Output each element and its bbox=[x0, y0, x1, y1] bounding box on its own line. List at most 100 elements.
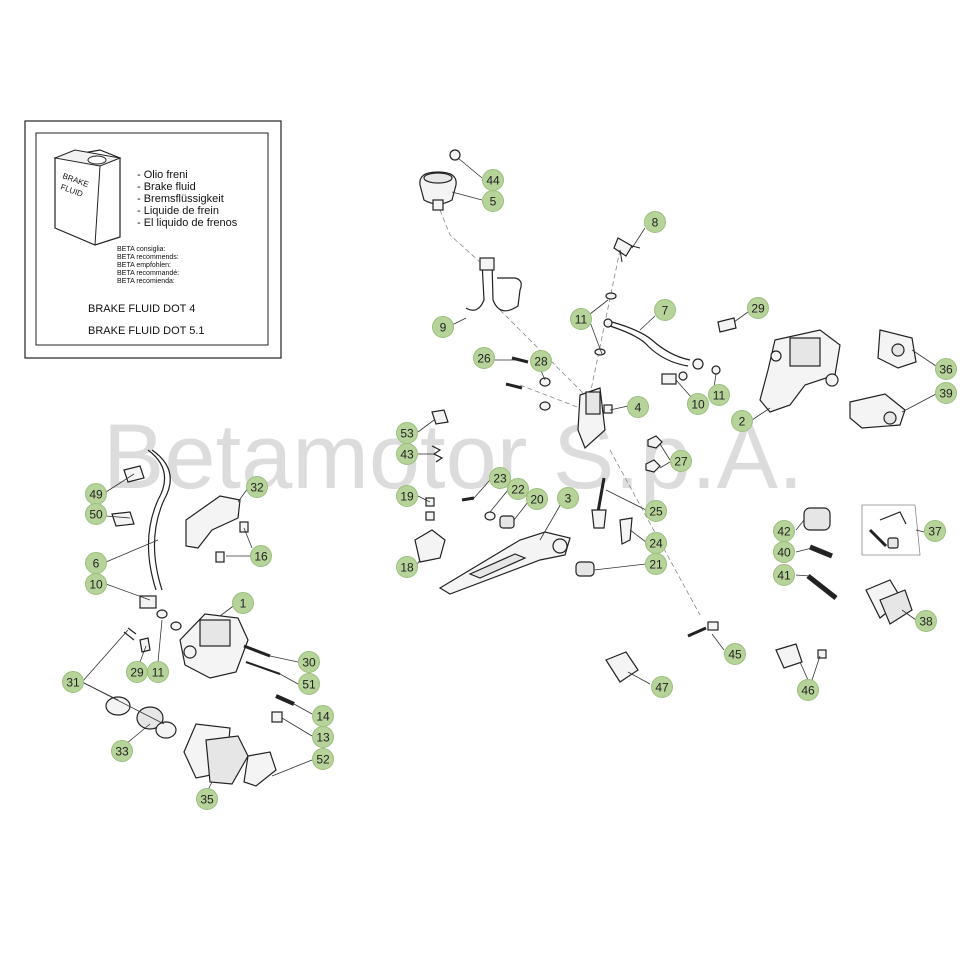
callout-circle bbox=[773, 541, 795, 563]
callout-number: 5 bbox=[490, 195, 497, 209]
callout-number: 18 bbox=[400, 561, 414, 575]
callout-10: 10 bbox=[687, 393, 709, 415]
part-washer bbox=[156, 609, 168, 619]
assembly-line-pin bbox=[609, 449, 701, 616]
callout-25: 25 bbox=[645, 500, 667, 522]
fluid-name-es: - El liquido de frenos bbox=[137, 217, 238, 229]
part-hose-end bbox=[603, 318, 613, 328]
callout-circle bbox=[645, 553, 667, 575]
recommend-fr: BETA recommandé: bbox=[117, 270, 179, 277]
callout-26: 26 bbox=[473, 347, 495, 369]
part-pin bbox=[461, 496, 475, 502]
callout-44: 44 bbox=[482, 169, 504, 191]
part-nut bbox=[647, 435, 663, 449]
callout-number: 38 bbox=[919, 615, 933, 629]
callout-37: 37 bbox=[924, 520, 946, 542]
part-front-brake-pads bbox=[183, 723, 277, 787]
callout-circle bbox=[797, 679, 819, 701]
part-washer bbox=[678, 371, 688, 381]
callout-40: 40 bbox=[773, 541, 795, 563]
callout-29: 29 bbox=[126, 661, 148, 683]
callout-circle bbox=[312, 726, 334, 748]
callout-circle bbox=[250, 545, 272, 567]
callout-18: 18 bbox=[396, 556, 418, 578]
callout-20: 20 bbox=[526, 488, 548, 510]
callout-number: 35 bbox=[200, 793, 214, 807]
part-guard-plate-small bbox=[775, 643, 803, 669]
callout-24: 24 bbox=[645, 532, 667, 554]
callout-circle bbox=[731, 410, 753, 432]
part-washer bbox=[711, 365, 721, 375]
callout-circle bbox=[644, 211, 666, 233]
fluid-name-de: - Bremsflüssigkeit bbox=[137, 193, 224, 205]
callout-number: 11 bbox=[575, 313, 588, 327]
callout-number: 14 bbox=[316, 710, 330, 724]
part-washer bbox=[594, 348, 606, 356]
callout-50: 50 bbox=[85, 503, 107, 525]
leader-lines bbox=[81, 157, 937, 791]
brake-fluid-info-box: BRAKE FLUID - Olio freni - Brake fluid -… bbox=[24, 120, 282, 359]
callout-41: 41 bbox=[773, 564, 795, 586]
callout-circle bbox=[627, 396, 649, 418]
part-pad-pin bbox=[245, 661, 281, 675]
part-bleed-screw bbox=[139, 637, 151, 653]
callout-circle bbox=[482, 190, 504, 212]
part-piston-seal bbox=[105, 696, 131, 716]
part-front-piston bbox=[136, 706, 164, 730]
part-rear-brake-pads bbox=[865, 579, 913, 625]
part-reservoir-hose bbox=[465, 261, 522, 312]
callout-circle bbox=[747, 297, 769, 319]
part-slide-pin bbox=[809, 544, 833, 559]
fluid-spec-dot4: BRAKE FLUID DOT 4 bbox=[88, 303, 195, 315]
callout-number: 25 bbox=[649, 505, 663, 519]
callout-circle bbox=[570, 308, 592, 330]
callout-9: 9 bbox=[432, 316, 454, 338]
fluid-spec-dot51: BRAKE FLUID DOT 5.1 bbox=[88, 325, 205, 337]
callout-number: 53 bbox=[400, 427, 414, 441]
callout-33: 33 bbox=[111, 740, 133, 762]
callout-number: 20 bbox=[530, 493, 544, 507]
callout-3: 3 bbox=[557, 487, 579, 509]
callout-number: 41 bbox=[777, 569, 791, 583]
callout-10: 10 bbox=[85, 573, 107, 595]
callout-27: 27 bbox=[670, 450, 692, 472]
callout-number: 10 bbox=[691, 398, 705, 412]
callout-38: 38 bbox=[915, 610, 937, 632]
callout-circle bbox=[85, 503, 107, 525]
callout-number: 3 bbox=[565, 492, 572, 506]
callout-13: 13 bbox=[312, 726, 334, 748]
part-screw bbox=[215, 551, 225, 563]
assembly-line-reservoir bbox=[439, 209, 481, 263]
part-spring bbox=[123, 627, 137, 641]
callout-circle bbox=[645, 500, 667, 522]
callout-circle bbox=[111, 740, 133, 762]
part-bolt bbox=[243, 644, 271, 658]
callout-45: 45 bbox=[724, 643, 746, 665]
callout-number: 31 bbox=[66, 676, 80, 690]
callout-number: 21 bbox=[649, 558, 663, 572]
callout-36: 36 bbox=[935, 358, 957, 380]
part-bushing bbox=[499, 515, 515, 529]
callout-number: 27 bbox=[674, 455, 688, 469]
callout-circle bbox=[396, 556, 418, 578]
callout-number: 11 bbox=[152, 666, 165, 680]
callout-circle bbox=[708, 384, 730, 406]
callout-circle bbox=[396, 485, 418, 507]
callout-46: 46 bbox=[797, 679, 819, 701]
callout-circle bbox=[85, 573, 107, 595]
part-pad-pin bbox=[687, 621, 719, 638]
part-front-brake-hose bbox=[147, 449, 166, 591]
brake-fluid-bottle-icon: BRAKE FLUID bbox=[53, 149, 122, 246]
callout-4: 4 bbox=[627, 396, 649, 418]
callout-number: 29 bbox=[130, 666, 144, 680]
part-screw bbox=[425, 511, 435, 521]
part-caliper-support bbox=[877, 329, 917, 369]
callout-circle bbox=[924, 520, 946, 542]
callout-52: 52 bbox=[312, 748, 334, 770]
callout-number: 43 bbox=[400, 448, 414, 462]
callout-circle bbox=[396, 443, 418, 465]
part-washer bbox=[484, 511, 496, 521]
callout-21: 21 bbox=[645, 553, 667, 575]
callout-16: 16 bbox=[250, 545, 272, 567]
part-hose-fitting bbox=[479, 257, 495, 271]
